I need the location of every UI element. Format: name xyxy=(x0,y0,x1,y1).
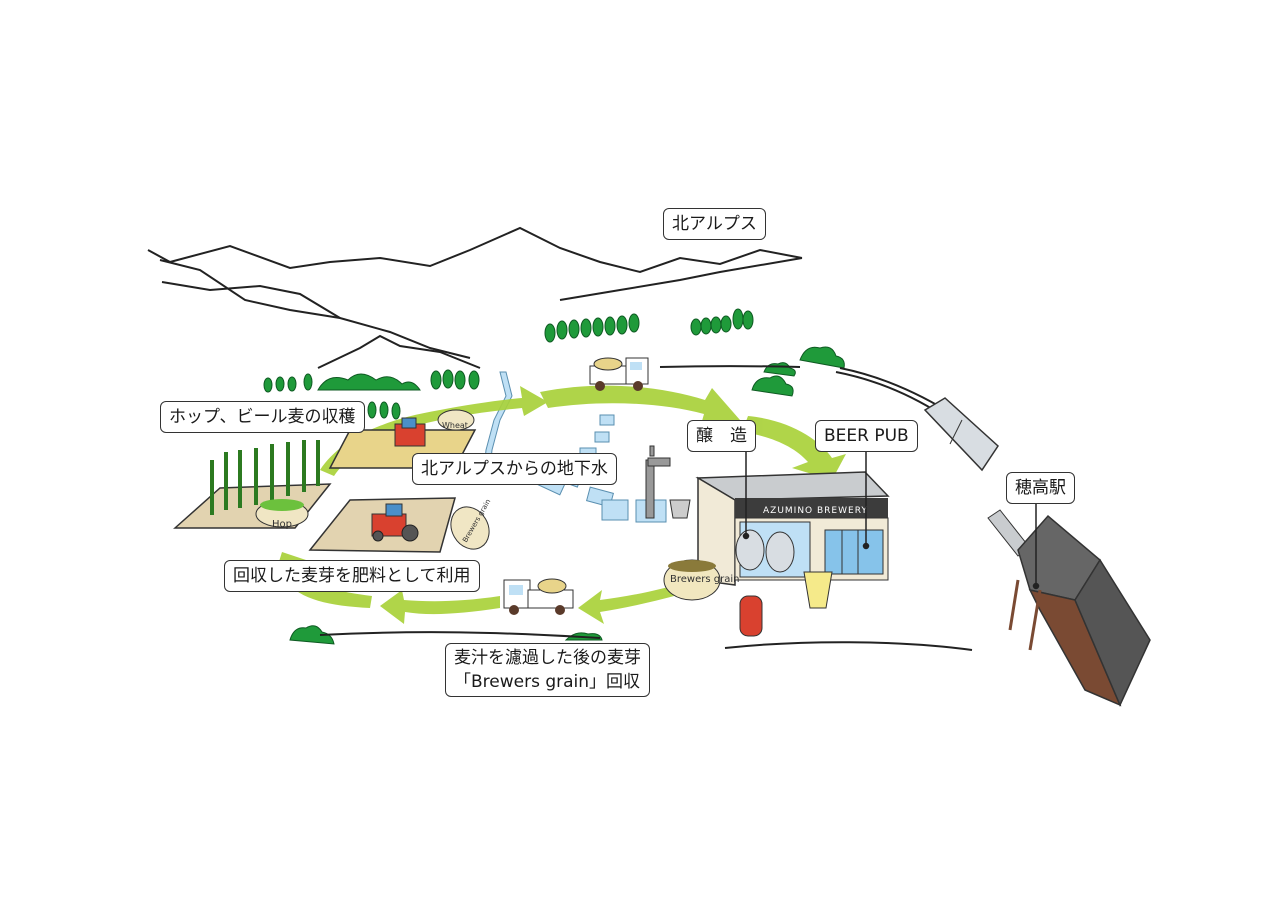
label-fertilizer: 回収した麦芽を肥料として利用 xyxy=(224,560,480,592)
hop-field: Hop xyxy=(173,440,332,530)
leader-lines xyxy=(742,450,1040,590)
label-grain-collection-line1: 麦汁を濾過した後の麦芽 xyxy=(454,648,641,668)
mountains xyxy=(147,226,803,369)
wheat-basket-text: Wheat xyxy=(442,421,468,430)
label-beer-pub: BEER PUB xyxy=(815,420,918,452)
water-faucet xyxy=(645,445,691,519)
train xyxy=(923,397,999,472)
arrow-to-brewery xyxy=(540,385,740,428)
label-harvest: ホップ、ビール麦の収穫 xyxy=(160,401,365,433)
label-north-alps: 北アルプス xyxy=(663,208,766,240)
truck-top xyxy=(589,357,649,391)
truck-bottom xyxy=(503,578,574,615)
hotaka-station-building xyxy=(987,509,1151,707)
brewery-building: AZUMINO BREWERY Brewers grain xyxy=(663,471,890,637)
arrow-to-harvest xyxy=(320,386,548,476)
arrow-to-fields xyxy=(380,590,500,624)
hop-basket-text: Hop xyxy=(272,519,292,530)
label-brewing: 醸 造 xyxy=(687,420,756,452)
arrow-to-pub xyxy=(742,416,846,480)
brewery-grain-basket-text: Brewers grain xyxy=(670,574,739,585)
trees xyxy=(263,308,845,645)
label-groundwater: 北アルプスからの地下水 xyxy=(412,453,617,485)
label-grain-collection-line2: 「Brewers grain」回収 xyxy=(454,672,641,692)
label-grain-collection: 麦汁を濾過した後の麦芽 「Brewers grain」回収 xyxy=(445,643,650,697)
fertilizer-field: Brewers grain xyxy=(308,497,492,553)
brewery-sign-text: AZUMINO BREWERY xyxy=(763,506,868,516)
label-hotaka-station: 穂高駅 xyxy=(1006,472,1075,504)
wheat-field: Wheat xyxy=(328,409,477,469)
